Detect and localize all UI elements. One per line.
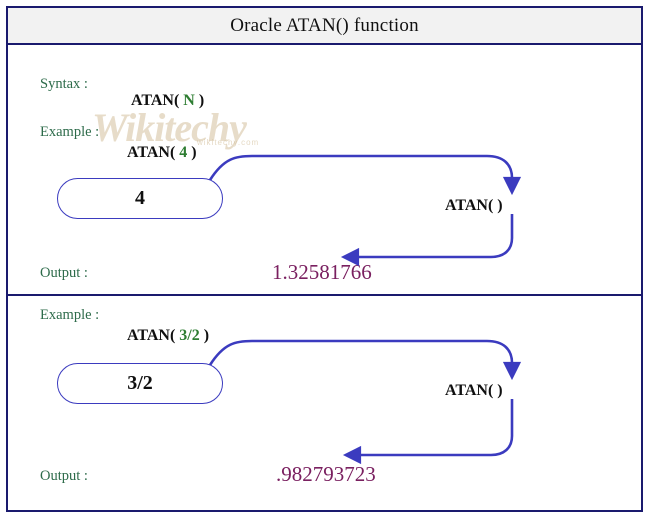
example-expr-prefix-2: ATAN( (127, 327, 176, 344)
syntax-expr-arg: N (183, 92, 195, 109)
syntax-expr-prefix: ATAN( (131, 92, 180, 109)
page-title: Oracle ATAN() function (230, 14, 419, 36)
output-label-1: Output : (40, 265, 88, 281)
syntax-expr-suffix: ) (198, 92, 205, 109)
example-label-1: Example : (40, 124, 100, 140)
outer-frame (6, 6, 643, 512)
example-expr-arg-2: 3/2 (179, 327, 200, 344)
example-expr-arg-1: 4 (179, 144, 188, 161)
example-expr-suffix-1: ) (191, 144, 197, 161)
output-value-2: .982793723 (276, 462, 376, 486)
function-node-1: ATAN( ) (445, 197, 503, 214)
input-pill-1: 4 (57, 178, 223, 219)
example-expression-2: ATAN( 3/2 ) (127, 327, 209, 345)
example-label-2: Example : (40, 307, 100, 323)
title-bar: Oracle ATAN() function (8, 8, 641, 45)
example-expression-1: ATAN( 4 ) (127, 144, 197, 162)
function-node-2: ATAN( ) (445, 382, 503, 399)
output-value-1: 1.32581766 (272, 260, 372, 284)
input-pill-2: 3/2 (57, 363, 223, 404)
syntax-expression: ATAN( N ) (131, 92, 204, 110)
input-pill-value-2: 3/2 (127, 372, 153, 394)
panel-divider (8, 294, 641, 296)
example-expr-suffix-2: ) (203, 327, 210, 344)
input-pill-value-1: 4 (135, 187, 145, 209)
example-expr-prefix-1: ATAN( (127, 144, 176, 161)
syntax-label: Syntax : (40, 76, 88, 92)
output-label-2: Output : (40, 468, 88, 484)
